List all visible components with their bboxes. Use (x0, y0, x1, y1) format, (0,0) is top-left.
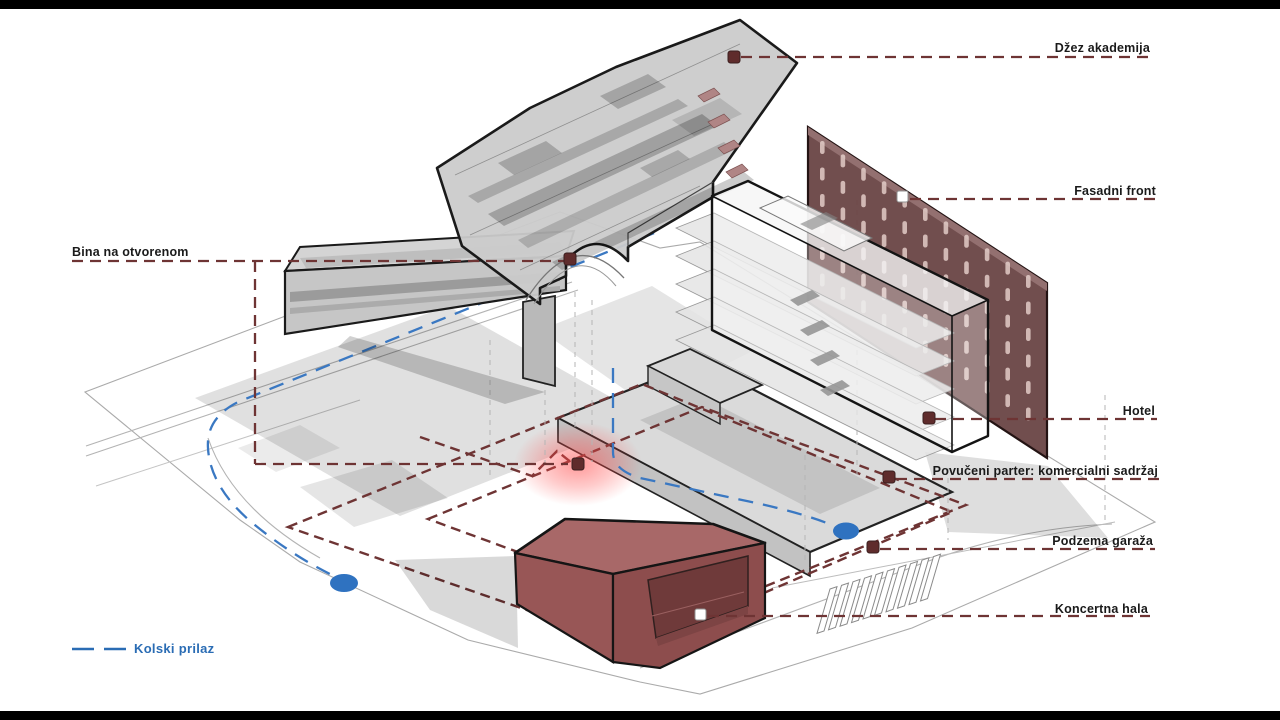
callout-open-air-stage: Bina na otvorenom (72, 245, 189, 259)
callout-recessed-ground-floor: Povučeni parter: komercialni sadržaj (932, 464, 1158, 478)
marker-concert-hall (694, 608, 707, 621)
callout-jazz-academy: Džez akademija (1054, 41, 1150, 55)
letterbox-top (0, 0, 1280, 9)
access-dot (833, 522, 859, 540)
hotel-building (675, 179, 990, 461)
hotel-stairs (790, 290, 850, 396)
callout-underground-garage: Podzema garaža (1052, 534, 1153, 548)
vehicle-access-path (206, 231, 833, 579)
legend-label: Kolski prilaz (134, 641, 215, 656)
marker-underground-garage (866, 540, 880, 554)
marker-recessed-ground-floor (882, 470, 896, 484)
callout-facade-front: Fasadni front (1074, 184, 1156, 198)
marker-stage-ground (571, 457, 585, 471)
jazz-academy-building (283, 18, 799, 404)
letterbox-bottom (0, 711, 1280, 720)
callout-leaders (72, 55, 1160, 618)
marker-hotel (922, 411, 936, 425)
access-dot (330, 574, 358, 592)
callout-markers (563, 50, 936, 621)
marker-open-air-stage (563, 252, 577, 266)
leader-open-air-stage-branch (253, 261, 568, 466)
marker-jazz-academy (727, 50, 741, 64)
callout-concert-hall: Koncertna hala (1054, 602, 1148, 616)
callout-hotel: Hotel (1122, 404, 1155, 418)
concert-hall-building (395, 517, 767, 670)
roof-stairs (697, 87, 749, 179)
outdoor-stairs (816, 553, 942, 635)
marker-facade-front (896, 190, 909, 203)
